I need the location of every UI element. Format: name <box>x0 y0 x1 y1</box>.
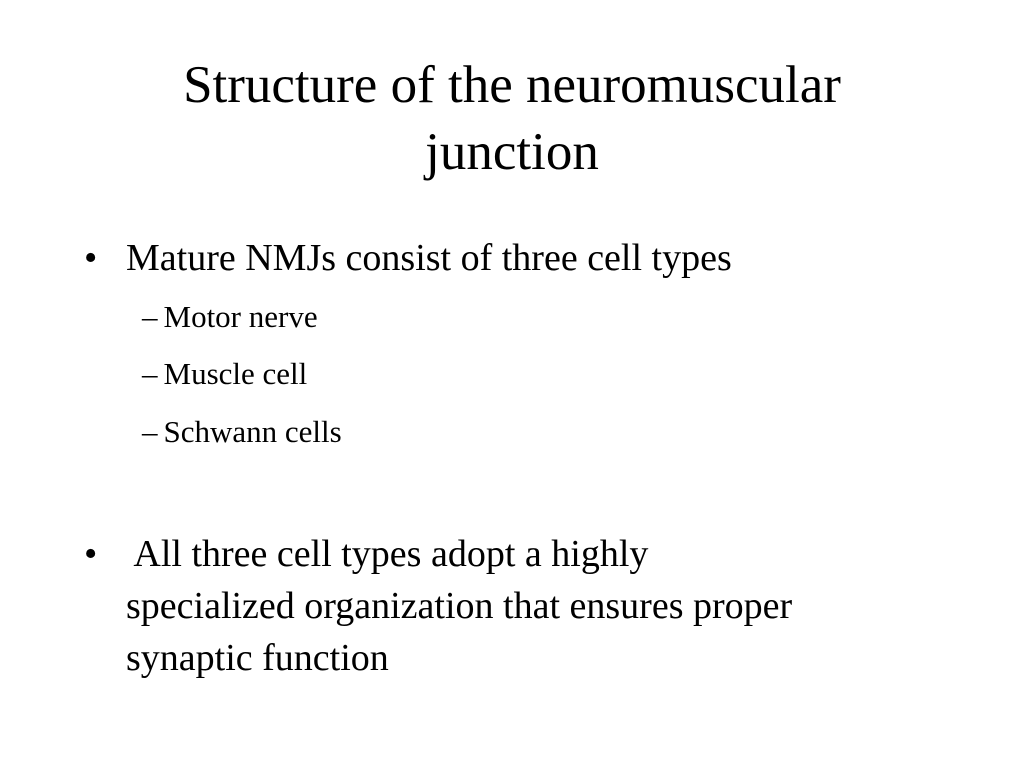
bullet-text: Mature NMJs consist of three cell types <box>126 232 964 284</box>
slide-title-line-1: Structure of the neuromuscular <box>183 56 841 114</box>
bullet-item-cell-types: • Mature NMJs consist of three cell type… <box>84 232 964 284</box>
sub-item-motor-nerve: –Motor nerve <box>142 297 318 337</box>
sub-item-schwann-cells: –Schwann cells <box>142 412 342 452</box>
sub-item-text: Schwann cells <box>163 414 342 449</box>
slide-title: Structure of the neuromuscular junction <box>60 52 964 186</box>
sub-item-text: Motor nerve <box>163 299 318 334</box>
sub-bullet-dash: – <box>142 299 158 334</box>
bullet-text: All three cell types adopt a highly spec… <box>126 528 964 684</box>
sub-bullet-dash: – <box>142 356 158 391</box>
sub-item-muscle-cell: –Muscle cell <box>142 354 307 394</box>
bullet-text-line: synaptic function <box>126 637 389 679</box>
bullet-text-line: All three cell types adopt a highly <box>126 533 649 575</box>
bullet-marker: • <box>84 237 98 279</box>
bullet-marker: • <box>84 533 98 575</box>
sub-bullet-dash: – <box>142 414 158 449</box>
bullet-text-line: specialized organization that ensures pr… <box>126 585 793 627</box>
bullet-item-specialized-organization: • All three cell types adopt a highly sp… <box>84 528 964 684</box>
sub-item-text: Muscle cell <box>163 356 308 391</box>
slide-title-line-2: junction <box>425 123 599 181</box>
bullet-text-line: Mature NMJs consist of three cell types <box>126 237 732 279</box>
